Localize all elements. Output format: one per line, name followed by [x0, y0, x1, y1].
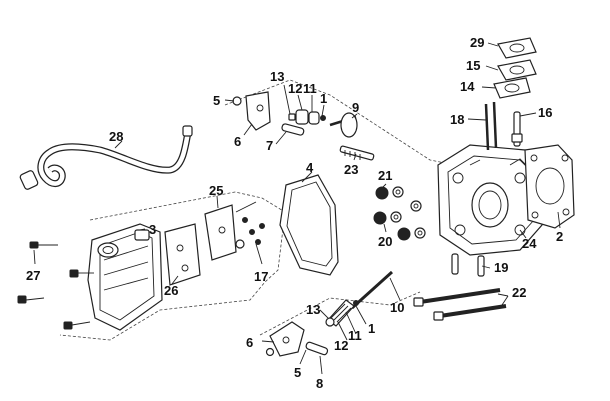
dowel-pins [451, 253, 485, 277]
rocker-shaft [281, 123, 305, 136]
label-part-26: 26 [164, 283, 178, 298]
head-gasket [524, 144, 575, 229]
plate-hole [218, 226, 226, 234]
group-outline-rocker [224, 79, 456, 166]
label-part-11a: 11 [303, 81, 317, 96]
label-part-5a: 5 [213, 93, 220, 108]
leader-lines [33, 42, 561, 375]
label-part-15: 15 [466, 58, 480, 73]
valve-spring-set-lower [325, 299, 359, 327]
label-part-6a: 6 [234, 134, 241, 149]
cover-gasket [279, 174, 339, 276]
plate-grommet [235, 239, 245, 249]
label-part-27: 27 [26, 268, 40, 283]
part-labels: 29 15 14 18 16 2 24 19 22 21 20 23 9 13 … [26, 35, 563, 391]
label-part-22: 22 [512, 285, 526, 300]
label-part-16: 16 [538, 105, 552, 120]
spark-plug [511, 111, 523, 147]
label-part-25: 25 [209, 183, 223, 198]
cam-nuts [373, 186, 426, 241]
lower-shaft [305, 341, 329, 356]
rocker-arm-lower [265, 321, 305, 357]
label-part-23: 23 [344, 162, 358, 177]
plate-hole [181, 264, 189, 272]
label-part-1a: 1 [320, 91, 327, 106]
label-part-29: 29 [470, 35, 484, 50]
label-part-5b: 5 [294, 365, 301, 380]
cover-bolt [29, 241, 58, 249]
label-part-13a: 13 [270, 69, 284, 84]
label-part-21: 21 [378, 168, 392, 183]
label-part-6b: 6 [246, 335, 253, 350]
cover-bolt [17, 295, 45, 304]
label-part-24: 24 [522, 236, 537, 251]
breather-hose [19, 125, 193, 190]
valve [329, 112, 358, 138]
label-part-12b: 12 [334, 338, 348, 353]
label-part-11b: 11 [348, 328, 362, 343]
label-part-3: 3 [149, 222, 156, 237]
intake-gasket [497, 59, 537, 81]
label-part-7: 7 [266, 138, 273, 153]
small-screws [242, 217, 265, 245]
reed-plate [164, 223, 201, 286]
label-part-1b: 1 [368, 321, 375, 336]
label-part-19: 19 [494, 260, 508, 275]
intake-insulator [497, 37, 537, 59]
exhaust-stud [339, 145, 375, 161]
label-part-13b: 13 [306, 302, 320, 317]
label-part-28: 28 [109, 129, 123, 144]
label-part-10: 10 [390, 300, 404, 315]
label-part-20: 20 [378, 234, 392, 249]
cover-bolt [63, 321, 91, 330]
label-part-18: 18 [450, 112, 464, 127]
label-part-9: 9 [352, 100, 359, 115]
cylinder-head-cover [87, 223, 163, 331]
rocker-arm-upper [232, 91, 271, 131]
intake-pipe [493, 77, 531, 99]
label-part-14: 14 [460, 79, 475, 94]
label-part-4: 4 [306, 160, 314, 175]
valve-spring-set-upper [288, 109, 326, 125]
cylinder-head [437, 144, 543, 256]
group-outline-head-cover [59, 191, 286, 341]
label-part-8: 8 [316, 376, 323, 391]
intake-studs [484, 101, 498, 151]
plate-hole [176, 244, 184, 252]
cover-bolt [69, 269, 94, 278]
label-part-17: 17 [254, 269, 268, 284]
long-bolts [413, 288, 507, 321]
label-part-2: 2 [556, 229, 563, 244]
label-part-12a: 12 [288, 81, 302, 96]
group-outline-valve [259, 291, 421, 336]
